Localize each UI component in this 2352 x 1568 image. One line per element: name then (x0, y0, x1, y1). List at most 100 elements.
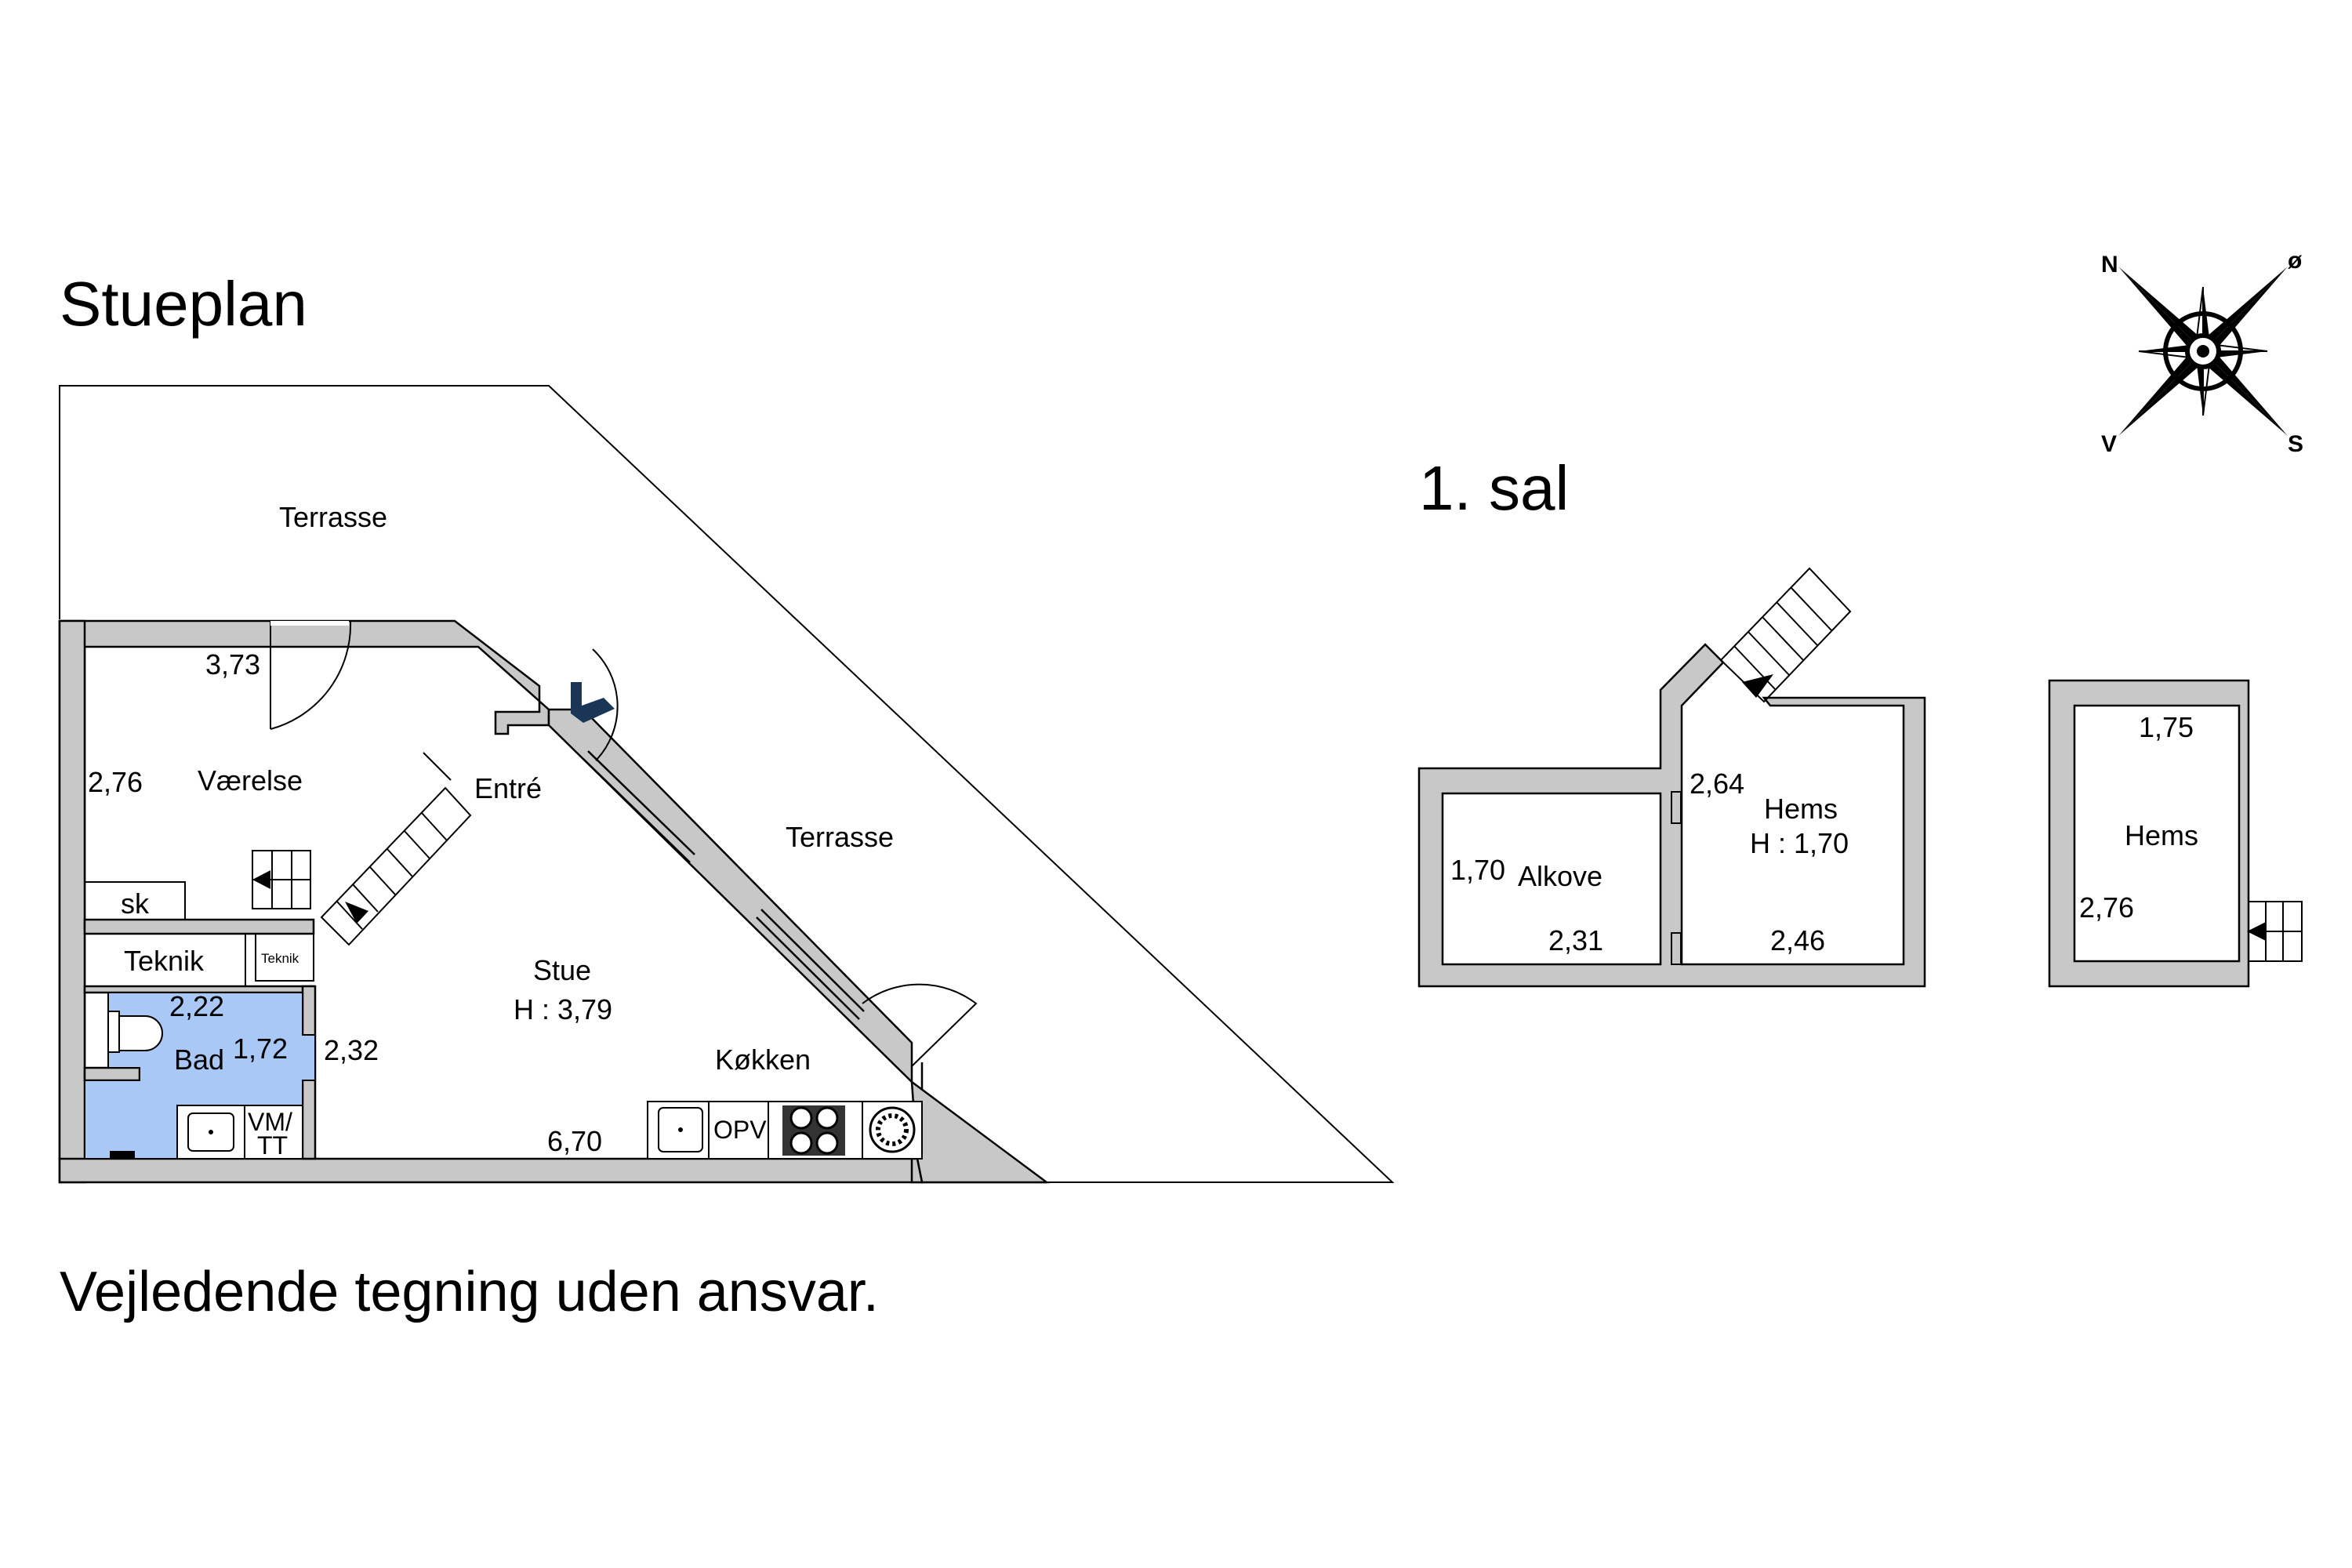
partition-vaerelse (83, 918, 315, 935)
disclaimer-text: Vejledende tegning uden ansvar. (60, 1261, 879, 1323)
stair-step (404, 830, 430, 859)
hems2-walls (2048, 679, 2250, 988)
window-2b (760, 909, 865, 1012)
label-vm: VM/ (248, 1108, 292, 1136)
wall-stub-upper (1671, 791, 1682, 824)
dim-stue-width: 6,70 (547, 1125, 602, 1157)
compass-ring (2163, 311, 2243, 391)
stair-step (421, 812, 448, 841)
label-hems1-height: H : 1,70 (1750, 827, 1849, 859)
label-tt: TT (257, 1131, 288, 1160)
compass-diag (2118, 267, 2203, 359)
vm-tt-box (244, 1105, 303, 1160)
wall-stub-lower (1671, 932, 1682, 965)
window-1 (583, 758, 691, 863)
stair-step (387, 848, 413, 877)
label-opv: OPV (713, 1116, 767, 1144)
stair-hems-1 (1719, 567, 1852, 703)
dim-bad-depth: 1,72 (233, 1033, 288, 1065)
stair-step (1733, 645, 1776, 690)
dim-bad-width: 2,22 (169, 990, 224, 1022)
label-alkove: Alkove (1518, 860, 1602, 892)
dim-stue-depth: 2,32 (324, 1034, 379, 1066)
stair-diagonal (320, 752, 472, 946)
teknik-small-box (255, 933, 314, 982)
hob-ring (815, 1106, 839, 1130)
stair-step (336, 901, 363, 930)
label-teknik: Teknik (124, 945, 205, 977)
label-stue-height: H : 3,79 (514, 993, 612, 1025)
window-1b (587, 750, 695, 855)
partition-bad-inner (83, 1066, 141, 1082)
dim-alkove-width: 2,31 (1548, 924, 1603, 956)
stair-step (1776, 601, 1818, 646)
terrace-outline (59, 385, 1395, 1183)
label-closet: sk (121, 887, 150, 920)
stair-step (369, 866, 396, 895)
dim-vaerelse-width: 3,73 (205, 648, 260, 681)
label-entre: Entré (474, 772, 542, 804)
stair-step (352, 884, 379, 913)
stair-step (1748, 631, 1790, 676)
stair-rail (423, 752, 452, 781)
stair-outline (320, 786, 472, 946)
door-entrance (592, 648, 619, 761)
door-gap-vaerelse (270, 621, 349, 626)
compass-rose-icon (2118, 267, 2288, 436)
label-koekken: Køkken (715, 1044, 811, 1076)
compass-diag (2118, 267, 2211, 351)
bath-sink-drain (209, 1130, 213, 1134)
compass-diag (2195, 351, 2288, 436)
hob-ring (815, 1131, 839, 1155)
extractor-fan-blades (876, 1113, 909, 1146)
se-wall (910, 1080, 1050, 1184)
title-stueplan: Stueplan (60, 269, 307, 339)
stair-step (1790, 586, 1832, 631)
stair-hems-2-arrow-icon (2247, 922, 2266, 941)
west-wall (58, 619, 86, 1184)
compass-dot (2197, 345, 2209, 358)
hob-ring (789, 1106, 813, 1130)
title-1-sal: 1. sal (1419, 453, 1569, 523)
first-floor-plan-2: 1,75 Hems 2,76 (2048, 679, 2303, 988)
south-wall (58, 1157, 924, 1184)
closet-box (84, 881, 186, 920)
compass-w: V (2101, 431, 2117, 457)
dim-vaerelse-depth: 2,76 (88, 766, 143, 798)
label-vaerelse: Værelse (198, 764, 303, 797)
label-terrace-right: Terrasse (786, 821, 894, 853)
stair-hems-1-arrow-icon (1742, 674, 1773, 698)
dim-hems2-depth: 2,76 (2079, 891, 2134, 924)
stair-step (1762, 616, 1804, 661)
stair-diag-arrow-icon (345, 902, 368, 924)
dim-hems1-depth: 2,64 (1690, 768, 1744, 800)
teknik-box (84, 933, 246, 987)
compass-diag (2203, 343, 2288, 436)
label-hems2: Hems (2125, 819, 2198, 851)
label-bad: Bad (174, 1044, 224, 1076)
kitchen-sink-drain (678, 1127, 683, 1132)
stair-vaerelse (252, 850, 311, 909)
compass-diag (2203, 267, 2288, 359)
dim-hems1-width: 2,46 (1770, 924, 1825, 956)
compass-e: ø (2288, 248, 2303, 274)
stair-arrow-icon (252, 870, 270, 889)
label-teknik-small: Teknik (261, 951, 299, 966)
compass-diag (2195, 267, 2288, 351)
window-2 (756, 916, 860, 1020)
dim-alkove-depth: 1,70 (1450, 854, 1505, 886)
dim-hems2-width: 1,75 (2139, 711, 2194, 743)
compass-n: N (2101, 252, 2118, 278)
label-stue: Stue (533, 954, 591, 986)
stair-hems-2 (2247, 901, 2303, 962)
hob-ring (789, 1131, 813, 1155)
door-vaerelse (270, 620, 352, 730)
toilet-icon (107, 1011, 163, 1053)
tap-icon (110, 1151, 135, 1159)
ground-floor-plan: Terrasse Terrasse 3,73 2,76 Værelse Entr… (58, 385, 1395, 1184)
compass-diag (2118, 343, 2203, 436)
compass-s: S (2288, 431, 2303, 457)
door-kitchen (862, 983, 978, 1067)
first-floor-plan-1: 2,64 Hems H : 1,70 1,70 Alkove 2,31 2,46 (1417, 567, 1926, 988)
